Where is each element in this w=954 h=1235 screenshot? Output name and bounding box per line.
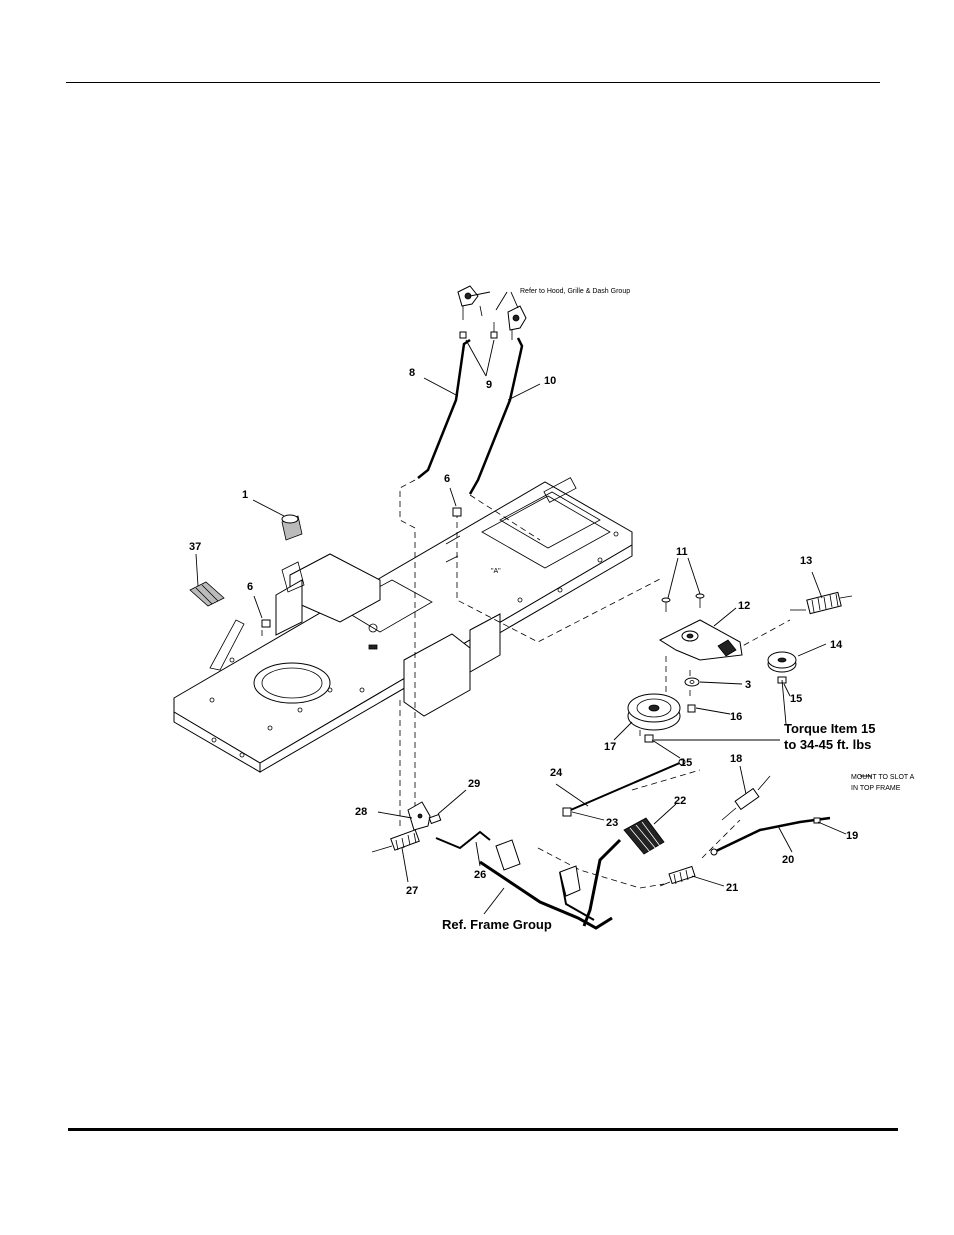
callout-18: 18 (730, 753, 742, 765)
callout-10: 10 (544, 375, 556, 387)
callout-23: 23 (606, 817, 618, 829)
footer-rule (68, 1128, 898, 1131)
refer-hood-note: Refer to Hood, Grille & Dash Group (520, 288, 630, 295)
torque-note-line1: Torque Item 15 (784, 721, 876, 736)
callout-15-right: 15 (790, 693, 802, 705)
control-levers (418, 286, 526, 494)
callout-24: 24 (550, 767, 563, 779)
callout-6-left: 6 (247, 581, 253, 593)
callout-1: 1 (242, 489, 248, 501)
callout-3: 3 (745, 679, 751, 691)
callout-12: 12 (738, 600, 750, 612)
slot-a-label: "A" (491, 568, 501, 575)
callout-20: 20 (782, 854, 794, 866)
callout-27: 27 (406, 885, 418, 897)
pedal-linkage (372, 759, 830, 928)
callout-26: 26 (474, 869, 486, 881)
callout-11: 11 (676, 546, 688, 558)
callout-14: 14 (830, 639, 843, 651)
callout-9: 9 (486, 379, 492, 391)
callout-19: 19 (846, 830, 858, 842)
callout-37: 37 (189, 541, 201, 553)
callout-22: 22 (674, 795, 686, 807)
callout-6-center: 6 (444, 473, 450, 485)
ref-frame-label: Ref. Frame Group (442, 917, 552, 932)
mount-slot-note-line1: MOUNT TO SLOT A (851, 774, 915, 781)
mount-slot-note-line2: IN TOP FRAME (851, 785, 901, 792)
callout-28: 28 (355, 806, 367, 818)
callout-21: 21 (726, 882, 738, 894)
callout-16: 16 (730, 711, 742, 723)
callout-13: 13 (800, 555, 812, 567)
callout-29: 29 (468, 778, 480, 790)
callout-8: 8 (409, 367, 415, 379)
torque-note-line2: to 34-45 ft. lbs (784, 737, 871, 752)
callout-15-lower: 15 (680, 757, 692, 769)
callout-17: 17 (604, 741, 616, 753)
